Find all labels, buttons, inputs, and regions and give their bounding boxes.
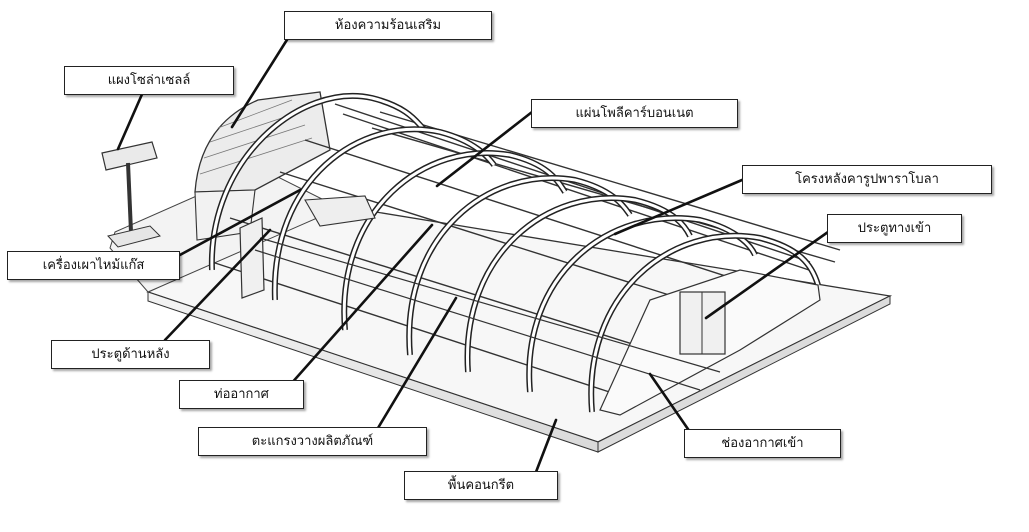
- front-end-wall: [599, 269, 821, 416]
- label-product-tray: ตะแกรงวางผลิตภัณฑ์: [198, 427, 427, 456]
- label-extra-heat-chamber: ห้องความร้อนเสริม: [284, 11, 492, 40]
- label-rear-door: ประตูด้านหลัง: [51, 340, 210, 369]
- label-air-inlet: ช่องอากาศเข้า: [684, 429, 841, 458]
- label-parabolic-roof-frame: โครงหลังคารูปพาราโบลา: [742, 165, 992, 194]
- label-gas-burner: เครื่องเผาไหม้แก๊ส: [7, 251, 180, 280]
- label-solar-panel: แผงโซล่าเซลล์: [64, 66, 234, 95]
- label-air-duct: ท่ออากาศ: [179, 380, 304, 409]
- product-tray-shelf: [254, 195, 721, 391]
- rear-door-drawing: [239, 217, 265, 299]
- label-concrete-floor: พื้นคอนกรีต: [404, 471, 558, 500]
- label-entrance-door: ประตูทางเข้า: [827, 214, 962, 243]
- solar-panel-drawing: [101, 141, 161, 248]
- leader-lines: [116, 33, 830, 474]
- label-polycarbonate-sheet: แผ่นโพลีคาร์บอนเนต: [531, 99, 738, 128]
